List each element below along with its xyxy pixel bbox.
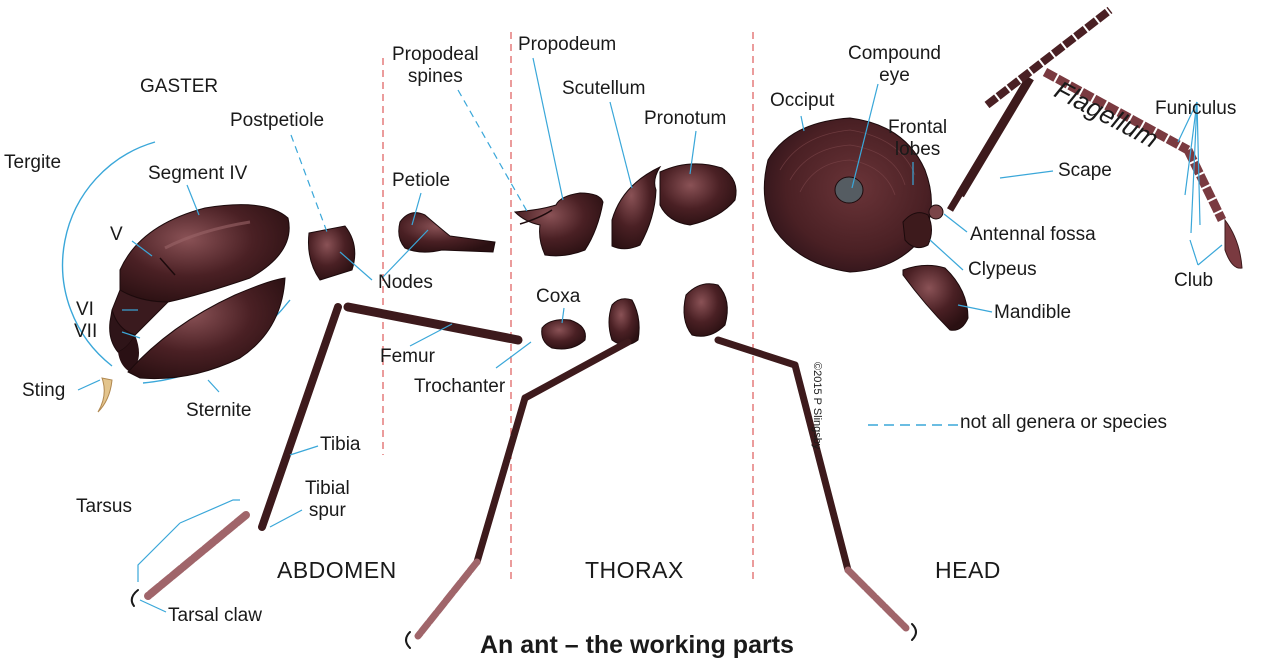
label-segment-v: V [110,224,123,246]
label-funiculus: Funiculus [1155,98,1236,120]
label-antennal-fossa: Antennal fossa [970,224,1096,246]
diagram-title: An ant – the working parts [480,634,794,656]
label-pronotum: Pronotum [644,108,726,130]
label-mandible: Mandible [994,302,1071,324]
copyright-notice: ©2015 P Slingsby [806,362,828,449]
label-propodeal-spines: Propodeal spines [392,44,479,88]
label-coxa: Coxa [536,286,580,308]
legs [132,307,916,648]
waist [308,213,495,280]
label-tarsus: Tarsus [76,496,132,518]
label-propodeum: Propodeum [518,34,616,56]
label-tarsal-claw: Tarsal claw [168,605,262,627]
label-segment-vii: VII [74,321,97,343]
label-segment-iv: Segment IV [148,163,247,185]
label-scutellum: Scutellum [562,78,645,100]
label-segment-vi: VI [76,299,94,321]
label-tibia: Tibia [320,434,360,456]
label-frontal-lobes: Frontal lobes [888,117,947,161]
label-clypeus: Clypeus [968,259,1037,281]
section-thorax: THORAX [585,559,684,581]
head [764,10,1242,330]
label-nodes: Nodes [378,272,433,294]
label-trochanter: Trochanter [414,376,505,398]
section-head: HEAD [935,559,1001,581]
label-postpetiole: Postpetiole [230,110,324,132]
label-tergite: Tergite [4,152,61,174]
label-sternite: Sternite [186,400,251,422]
label-club: Club [1174,270,1213,292]
label-femur: Femur [380,346,435,368]
label-sting: Sting [22,380,65,402]
label-scape: Scape [1058,160,1112,182]
label-compound-eye: Compound eye [848,43,941,87]
legend-text: not all genera or species [960,412,1167,434]
label-petiole: Petiole [392,170,450,192]
thorax [515,164,736,349]
label-tibial-spur: Tibial spur [305,478,350,522]
gaster [98,205,289,412]
section-abdomen: ABDOMEN [277,559,397,581]
label-occiput: Occiput [770,90,834,112]
section-gaster: GASTER [140,76,218,98]
